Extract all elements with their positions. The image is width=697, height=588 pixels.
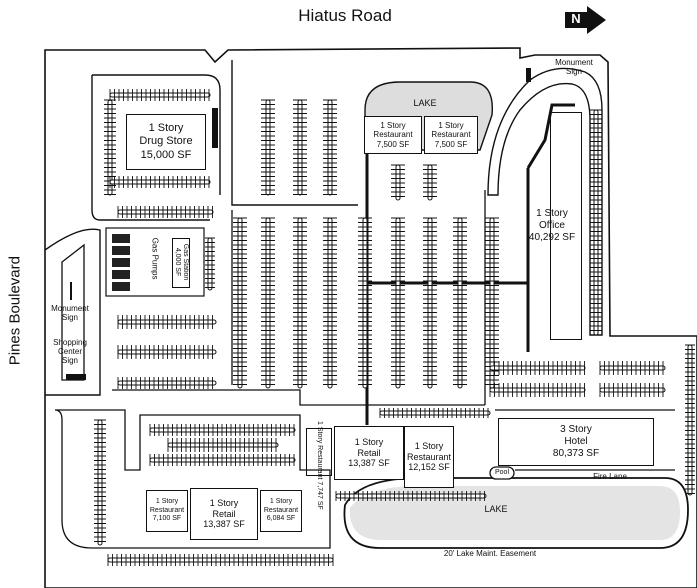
parking-row (117, 377, 217, 389)
parking-row (489, 361, 586, 375)
parking-row (423, 217, 437, 389)
building-restaurant-sw: 1 Story Restaurant 7,100 SF (146, 490, 188, 532)
parking-row (335, 491, 487, 501)
parking-row (149, 454, 296, 466)
building-gas-station (172, 238, 190, 288)
west-entrance-island (44, 228, 101, 396)
parking-row (261, 99, 275, 196)
parking-row (109, 89, 211, 101)
building-office: 1 Story Office 40,292 SF (528, 208, 576, 243)
restaurant-vertical-label: 1 Story Restaurant 7,747 SF (316, 421, 324, 510)
building-drug-store: 1 Story Drug Store 15,000 SF (126, 114, 206, 170)
north-drive-aisle (91, 60, 358, 221)
parking-row (205, 237, 215, 291)
parking-row (117, 315, 217, 329)
building-retail-sw: 1 Story Retail 13,387 SF (190, 488, 258, 540)
parking-row (590, 109, 602, 336)
parking-row (109, 176, 211, 188)
compass-letter: N (571, 11, 581, 26)
lake-north-label: LAKE (413, 98, 437, 108)
building-restaurant-lake-1: 1 Story Restaurant 7,500 SF (364, 116, 422, 154)
building-restaurant-se: 1 Story Restaurant 6,084 SF (260, 490, 302, 532)
building-restaurant-vertical (306, 428, 332, 476)
monument-sign-w (70, 282, 72, 300)
parking-row (94, 419, 106, 546)
parking-row (358, 217, 372, 389)
building-restaurant-center: 1 Story Restaurant 12,152 SF (404, 426, 454, 488)
parking-row (117, 206, 214, 218)
parking-row (599, 383, 666, 397)
easement-label: 20' Lake Maint. Easement (443, 549, 537, 558)
south-lake-shading (349, 486, 680, 540)
fire-lane-label: Fire Lane (593, 472, 627, 481)
site-boundary (44, 47, 697, 588)
parking-row (323, 217, 337, 389)
shopping-center-sign (66, 374, 86, 380)
parking-row (599, 361, 666, 375)
parking-row (293, 99, 307, 196)
pool-label: Pool (494, 469, 509, 476)
parking-row (233, 217, 247, 389)
parking-row (261, 217, 275, 389)
shopping-center-sign-label: Shopping Center Sign (53, 338, 87, 366)
parking-rows (94, 89, 695, 566)
parking-row (685, 344, 695, 496)
south-west-block (54, 409, 331, 549)
road-hiatus: Hiatus Road (298, 6, 392, 25)
drug-store-loading (212, 108, 218, 148)
parking-row (391, 217, 405, 389)
north-arrow-icon (565, 6, 606, 34)
building-hotel: 3 Story Hotel 80,373 SF (498, 418, 654, 466)
gas-station-label: Gas Station 4,000 SF (174, 243, 190, 281)
parking-row (489, 383, 586, 397)
parking-row (149, 424, 296, 436)
gas-pump-blocks (112, 234, 130, 291)
building-restaurant-lake-2: 1 Story Restaurant 7,500 SF (424, 116, 478, 154)
gas-pumps-label: Gas Pumps (150, 237, 160, 280)
parking-row (167, 438, 279, 452)
parking-row (293, 217, 307, 389)
parking-row (104, 99, 116, 196)
monument-sign-w-label: Monument Sign (51, 304, 89, 323)
parking-row (391, 164, 405, 201)
parking-row (323, 99, 337, 196)
parking-row (117, 345, 217, 359)
main-internal-aisles (112, 190, 675, 411)
monument-sign-ne-label: Monument Sign (555, 58, 593, 77)
lake-south-label: LAKE (484, 504, 508, 514)
parking-row (423, 164, 437, 201)
parking-row (485, 217, 499, 389)
parking-row (453, 217, 467, 389)
building-retail-center: 1 Story Retail 13,387 SF (334, 426, 404, 480)
parking-row (107, 554, 334, 566)
hotel-pool (489, 466, 515, 480)
monument-sign-ne (526, 68, 531, 82)
office-footprint (550, 112, 582, 340)
road-pines: Pines Boulevard (6, 256, 24, 366)
parking-row (379, 408, 491, 418)
gas-station-pad (105, 227, 205, 297)
